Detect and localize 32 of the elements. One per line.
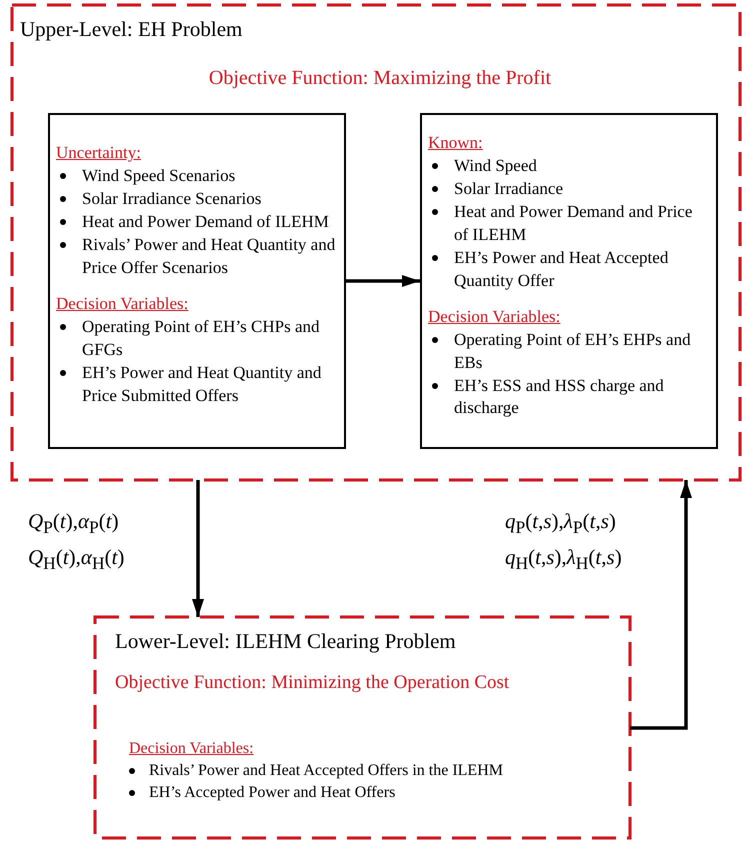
bullet-item: Solar Irradiance Scenarios: [82, 188, 262, 208]
process-box: [420, 113, 718, 449]
dashed-frame: [12, 5, 740, 480]
bullet-item: EH’s Power and Heat Quantity and Price Submitted Offers: [82, 362, 322, 404]
section-heading: Decision Variables:: [56, 294, 188, 314]
dashed-frame: [95, 617, 630, 838]
arrow: [630, 480, 692, 730]
bullet-item: Operating Point of EH’s EHPs and EBs: [454, 330, 691, 372]
bullet-item: Solar Irradiance: [454, 178, 564, 198]
arrow: [346, 275, 420, 287]
bullet-item: EH’s ESS and HSS charge and discharge: [454, 376, 664, 418]
section-heading: Decision Variables:: [428, 306, 560, 327]
bullet-item: Wind Speed: [454, 156, 537, 175]
heading-text: Upper-Level: EH Problem: [20, 17, 244, 42]
heading-text: Lower-Level: ILEHM Clearing Problem: [115, 629, 457, 654]
bullet-item: Operating Point of EH’s CHPs and GFGs: [82, 316, 320, 359]
bullet-item: EH’s Power and Heat Accepted Quantity Offer: [454, 248, 668, 290]
section-heading: Known:: [428, 133, 483, 153]
section-heading: Uncertainty:: [56, 143, 141, 163]
section-heading: Decision Variables:: [129, 740, 254, 758]
bullet-item: Rivals’ Power and Heat Quantity and Price Offer Scenarios: [82, 234, 336, 277]
process-box: [48, 113, 346, 449]
bullet-item: Heat and Power Demand and Price of ILEHM: [454, 202, 692, 244]
bullet-item: Heat and Power Demand of ILEHM: [82, 212, 329, 231]
edge-label: q$_{P}$(t,s),λ$_{P}$(t,s) q$_{H}$(t,s),λ$_{H}$(t,s): [505, 508, 623, 576]
edge-label: Q$_{P}$(t),α$_{P}$(t) Q$_{H}$(t),α$_{H}$(t): [28, 508, 126, 576]
bullet-item: Wind Speed Scenarios: [82, 166, 236, 185]
arrow: [192, 480, 204, 617]
objective-text: Objective Function: Maximizing the Profit: [208, 67, 552, 90]
bullet-item: EH’s Accepted Power and Heat Offers: [149, 784, 396, 801]
objective-text: Objective Function: Minimizing the Operation Cost: [115, 672, 510, 694]
bullet-item: Rivals’ Power and Heat Accepted Offers in the ILEHM: [149, 762, 503, 779]
